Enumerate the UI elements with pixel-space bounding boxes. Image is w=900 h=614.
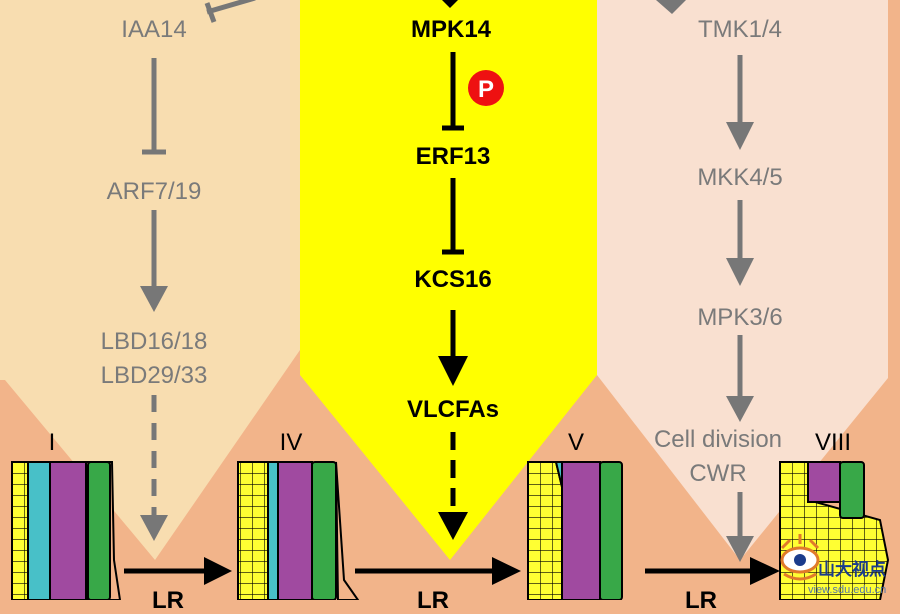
stage-label-viii: VIII [814,429,852,456]
stage-label-iv: IV [279,429,303,456]
diagram-canvas: P [0,0,890,600]
root-stage-i [11,461,122,600]
node-mpk3-6: MPK3/6 [697,304,783,331]
node-iaa14: IAA14 [121,16,187,43]
node-cell-division: Cell division [653,426,783,453]
lr-arrows [124,557,780,585]
node-lbd29-33: LBD29/33 [100,362,208,389]
watermark-url: view.sdu.edu.cn [808,584,887,596]
stage-label-v: V [567,429,585,456]
node-mkk4-5: MKK4/5 [697,164,783,191]
stage-label-i: I [48,429,56,456]
middle-pathway-arrows [438,0,468,540]
phospho-badge: P [468,70,504,106]
background-panels [0,0,888,560]
watermark-logo [780,534,820,581]
middle-panel [300,0,597,560]
phospho-badge-label: P [478,76,494,103]
node-erf13: ERF13 [415,143,491,170]
right-pathway-arrows [656,0,754,562]
watermark-text: 山大视点 [818,560,886,580]
left-pathway-arrows [140,0,256,541]
left-panel [0,0,300,560]
node-mpk14: MPK14 [410,16,492,43]
node-kcs16: KCS16 [414,266,492,293]
inhibition-arrow-iaa14 [206,0,256,15]
root-stage-iv [237,461,360,600]
root-stage-v [527,461,623,600]
node-arf7-19: ARF7/19 [106,178,202,205]
node-tmk1-4: TMK1/4 [697,16,783,43]
transition-label-1: LR [152,587,184,614]
transition-label-3: LR [685,587,717,614]
node-cwr: CWR [689,460,747,487]
node-vlcfas: VLCFAs [406,396,500,423]
transition-label-2: LR [417,587,449,614]
node-lbd16-18: LBD16/18 [100,328,208,355]
